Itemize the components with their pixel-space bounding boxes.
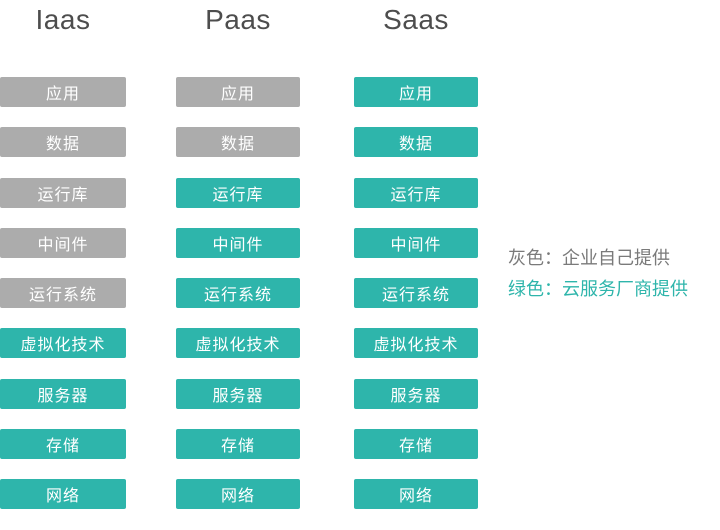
layer-block: 服务器 <box>354 378 478 409</box>
column-saas: Saas 应用数据运行库中间件运行系统虚拟化技术服务器存储网络 <box>354 0 478 516</box>
layer-block: 服务器 <box>176 378 300 409</box>
layer-block: 应用 <box>0 77 126 107</box>
column-title-iaas: Iaas <box>35 4 91 35</box>
layer-block: 网络 <box>0 479 126 510</box>
layer-block: 运行系统 <box>354 278 478 309</box>
layer-block: 虚拟化技术 <box>354 328 478 359</box>
layer-block: 运行库 <box>354 177 478 208</box>
layer-block: 运行库 <box>176 177 300 208</box>
layer-block: 数据 <box>354 127 478 158</box>
layer-block: 存储 <box>0 429 126 460</box>
layer-blocks-iaas: 应用数据运行库中间件运行系统虚拟化技术服务器存储网络 <box>0 77 126 530</box>
layer-block: 中间件 <box>176 227 300 258</box>
column-iaas: Iaas 应用数据运行库中间件运行系统虚拟化技术服务器存储网络 <box>0 0 126 516</box>
layer-block: 数据 <box>0 127 126 158</box>
layer-block: 中间件 <box>354 227 478 258</box>
layer-block: 存储 <box>176 429 300 460</box>
layer-block: 网络 <box>176 479 300 510</box>
cloud-service-models-diagram: Iaas 应用数据运行库中间件运行系统虚拟化技术服务器存储网络 Paas 应用数据运行… <box>0 0 688 516</box>
legend-item-green: 绿色：云服务厂商提供 <box>508 279 688 299</box>
layer-block: 应用 <box>176 77 300 107</box>
layer-block: 数据 <box>176 127 300 158</box>
legend: 灰色：企业自己提供绿色：云服务厂商提供 <box>508 249 688 298</box>
column-title-paas: Paas <box>205 4 271 35</box>
layer-block: 虚拟化技术 <box>176 328 300 359</box>
layer-blocks-saas: 应用数据运行库中间件运行系统虚拟化技术服务器存储网络 <box>354 77 478 530</box>
legend-item-gray: 灰色：企业自己提供 <box>508 248 670 268</box>
layer-blocks-paas: 应用数据运行库中间件运行系统虚拟化技术服务器存储网络 <box>176 77 300 530</box>
layer-block: 运行系统 <box>176 278 300 309</box>
column-title-saas: Saas <box>383 4 449 35</box>
column-paas: Paas 应用数据运行库中间件运行系统虚拟化技术服务器存储网络 <box>176 0 300 516</box>
layer-block: 网络 <box>354 479 478 510</box>
layer-block: 中间件 <box>0 227 126 258</box>
layer-block: 运行库 <box>0 177 126 208</box>
layer-block: 存储 <box>354 429 478 460</box>
layer-block: 虚拟化技术 <box>0 328 126 359</box>
layer-block: 应用 <box>354 77 478 107</box>
layer-block: 运行系统 <box>0 278 126 309</box>
layer-block: 服务器 <box>0 378 126 409</box>
